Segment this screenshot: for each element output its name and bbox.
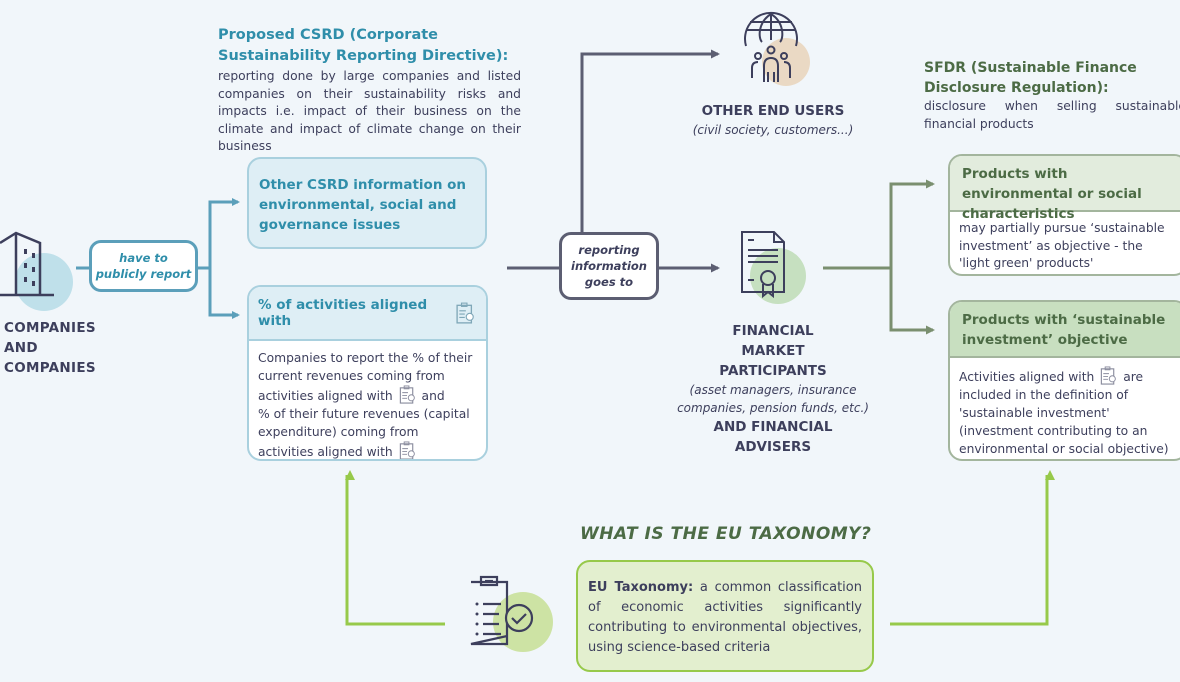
sfdr-title: SFDR (Sustainable Finance Disclosure Reg… (924, 60, 1137, 96)
aligned-activities-header: % of activities aligned with (249, 287, 486, 341)
branch-arrow-dark (889, 268, 935, 335)
aligned-activities-body: Companies to report the % of their curre… (258, 351, 473, 459)
light-green-header: Products with environmental or social ch… (950, 156, 1180, 222)
light-green-body: may partially pursue ‘sustainable invest… (959, 221, 1165, 270)
clipboard-check-icon (470, 575, 553, 652)
light-green-products-box: Products with environmental or social ch… (948, 154, 1180, 276)
certificate-document-icon (741, 231, 806, 304)
taxonomy-clipboard-icon (399, 441, 415, 459)
branch-arrow-pct (208, 268, 240, 319)
building-icon (0, 231, 73, 311)
csrd-title: Proposed CSRD (Corporate Sustainability … (218, 27, 509, 64)
end-users-title: OTHER END USERS (701, 103, 845, 119)
taxonomy-to-sfdr-arrow (890, 470, 1055, 626)
companies-label: COMPANIES AND COMPANIES (4, 320, 96, 376)
taxonomy-title: WHAT IS THE EU TAXONOMY? (580, 524, 872, 544)
globe-people-icon (744, 11, 810, 86)
sustainable-investment-body: Activities aligned with are included in … (950, 358, 1180, 459)
end-users-subtitle: (civil society, customers...) (692, 123, 854, 137)
branch-arrow-light (889, 179, 935, 268)
taxonomy-clipboard-icon (399, 385, 415, 404)
reporting-info-connector: reporting information goes to (559, 232, 659, 300)
csrd-description: reporting done by large companies and li… (218, 69, 521, 153)
taxonomy-to-csrd-arrow (345, 470, 445, 626)
taxonomy-definition-box: EU Taxonomy: a common classification of … (576, 560, 874, 672)
pill-to-users-arrow (580, 49, 720, 233)
taxonomy-clipboard-icon (456, 302, 475, 324)
sustainable-investment-header: Products with ‘sustainable investment’ o… (950, 302, 1180, 358)
other-csrd-info-box: Other CSRD information on environmental,… (247, 157, 487, 249)
sfdr-description: disclosure when selling sustainable fina… (924, 99, 1180, 131)
aligned-activities-box: % of activities aligned with Companies t… (247, 285, 488, 461)
financial-market-participants: FINANCIAL MARKET PARTICIPANTS (asset man… (677, 323, 869, 455)
branch-arrow-other (208, 198, 240, 268)
taxonomy-clipboard-icon (1101, 366, 1117, 385)
sustainable-investment-products-box: Products with ‘sustainable investment’ o… (948, 300, 1180, 461)
